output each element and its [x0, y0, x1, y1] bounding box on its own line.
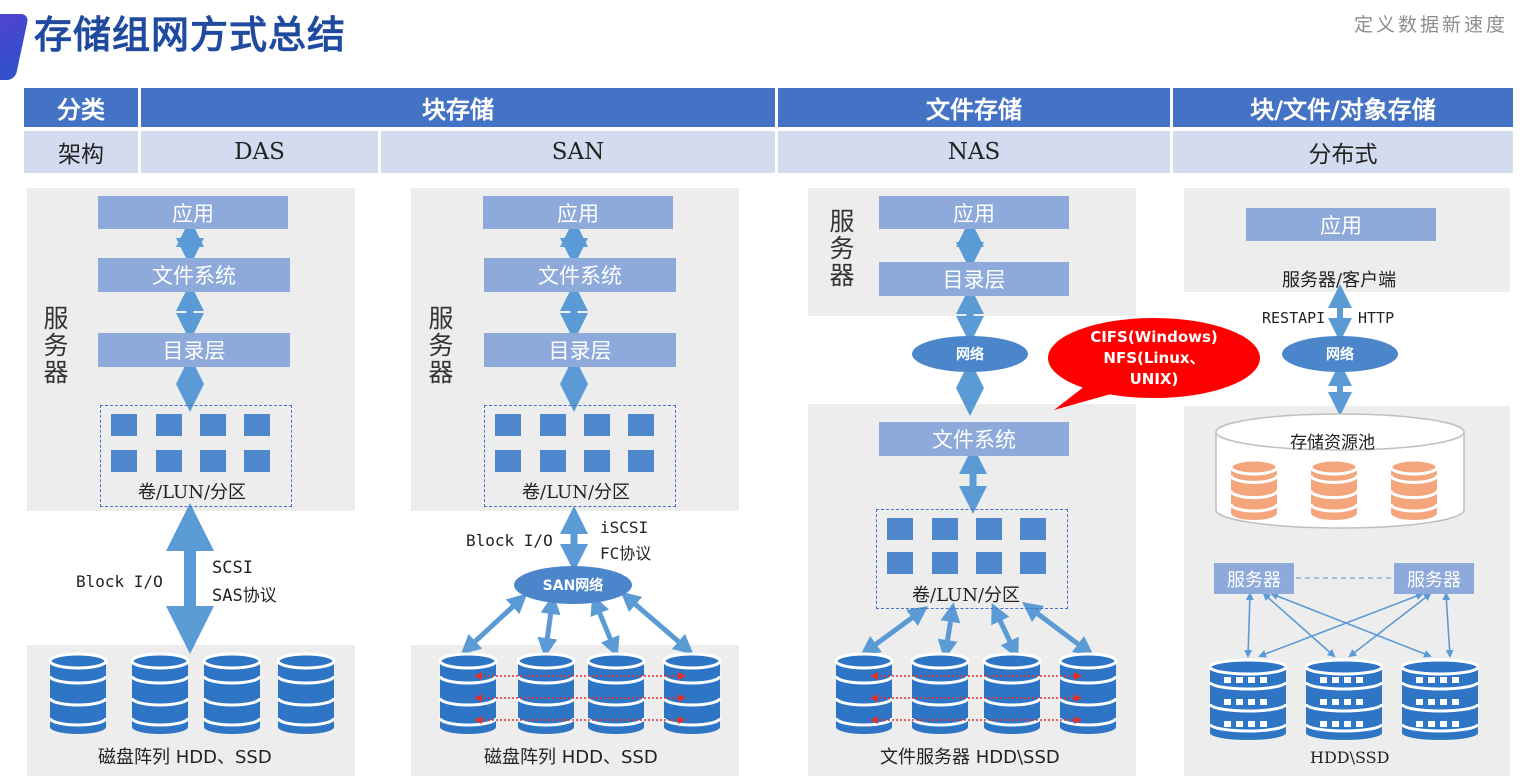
bubble-line-2: NFS(Linux、: [1103, 348, 1205, 367]
header-block: 块存储: [141, 88, 775, 127]
das-volume-group: [100, 405, 292, 507]
sub-das: DAS: [141, 131, 378, 173]
dist-http-label: HTTP: [1358, 309, 1395, 327]
sub-arch: 架构: [24, 131, 138, 173]
sub-nas: NAS: [778, 131, 1170, 173]
nas-volume-label: 卷/LUN/分区: [912, 585, 1021, 606]
san-arrows: [460, 219, 694, 658]
das-io-label: Block I/O: [76, 572, 163, 591]
san-disk-2: [516, 652, 576, 734]
das-disk-4: [276, 652, 336, 734]
das-disk-1: [48, 652, 108, 734]
san-volume-label: 卷/LUN/分区: [522, 482, 631, 503]
san-disk-4: [662, 652, 722, 734]
pool-disk-1: [1229, 458, 1279, 520]
page-title: 存储组网方式总结: [34, 13, 347, 57]
das-dir-box: 目录层: [98, 333, 290, 367]
dist-pool-label: 存储资源池: [1290, 433, 1375, 453]
dist-disk-3: [1400, 658, 1480, 740]
san-disk-3: [586, 652, 646, 734]
dist-server-1: 服务器: [1214, 563, 1294, 594]
bubble-line-1: CIFS(Windows): [1090, 327, 1218, 346]
header-unified: 块/文件/对象存储: [1173, 88, 1513, 127]
pool-disk-3: [1389, 458, 1439, 520]
dist-links: [1244, 577, 1454, 658]
dist-disk-2: [1304, 658, 1384, 740]
san-disk-label: 磁盘阵列 HDD、SSD: [484, 747, 658, 768]
das-disk-2: [130, 652, 190, 734]
nas-disk-4: [1058, 652, 1118, 734]
header-file: 文件存储: [778, 88, 1170, 127]
san-volume-group: [484, 405, 676, 507]
nas-network: 网络: [912, 336, 1028, 372]
nas-volume-group: [876, 509, 1068, 609]
dist-disk-label: HDD\SSD: [1310, 748, 1390, 767]
nas-dir-box: 目录层: [879, 262, 1069, 296]
das-server-label: 服务器: [43, 304, 69, 387]
sub-san: SAN: [381, 131, 775, 173]
san-proto1: iSCSI: [600, 518, 649, 537]
protocol-bubble: CIFS(Windows) NFS(Linux、 UNIX): [1048, 318, 1260, 398]
pool-disk-2: [1309, 458, 1359, 520]
dist-client-label: 服务器/客户端: [1282, 270, 1397, 291]
nas-disk-3: [982, 652, 1042, 734]
header-category: 分类: [24, 88, 138, 127]
dist-disk-1: [1208, 658, 1288, 740]
dist-server-2: 服务器: [1394, 563, 1474, 594]
san-network: SAN网络: [514, 566, 632, 604]
das-disk-3: [202, 652, 262, 734]
san-io-label: Block I/O: [466, 531, 553, 550]
das-proto2: SAS协议: [212, 586, 277, 606]
nas-disk-2: [910, 652, 970, 734]
san-app-box: 应用: [483, 196, 673, 229]
bubble-line-3: UNIX): [1129, 369, 1179, 388]
das-fs-box: 文件系统: [98, 258, 290, 292]
nas-disk-1: [834, 652, 894, 734]
das-app-box: 应用: [98, 196, 288, 229]
san-server-label: 服务器: [428, 304, 454, 387]
nas-disk-label: 文件服务器 HDD\SSD: [880, 747, 1060, 768]
slogan: 定义数据新速度: [1353, 14, 1508, 36]
nas-server-label: 服务器: [829, 207, 855, 290]
das-volume-label: 卷/LUN/分区: [138, 482, 247, 503]
das-disk-label: 磁盘阵列 HDD、SSD: [98, 747, 272, 768]
san-proto2: FC协议: [600, 544, 652, 563]
dist-network: 网络: [1282, 336, 1398, 372]
nas-app-box: 应用: [879, 196, 1069, 229]
san-dir-box: 目录层: [484, 333, 676, 367]
nas-arrows: [859, 219, 1094, 660]
san-fs-box: 文件系统: [484, 258, 676, 292]
dist-app-box: 应用: [1246, 208, 1436, 241]
das-proto1: SCSI: [212, 558, 253, 578]
nas-fs-box: 文件系统: [879, 422, 1069, 456]
dist-restapi-label: RESTAPI: [1262, 309, 1326, 327]
sub-dist: 分布式: [1173, 131, 1513, 173]
san-disk-1: [438, 652, 498, 734]
